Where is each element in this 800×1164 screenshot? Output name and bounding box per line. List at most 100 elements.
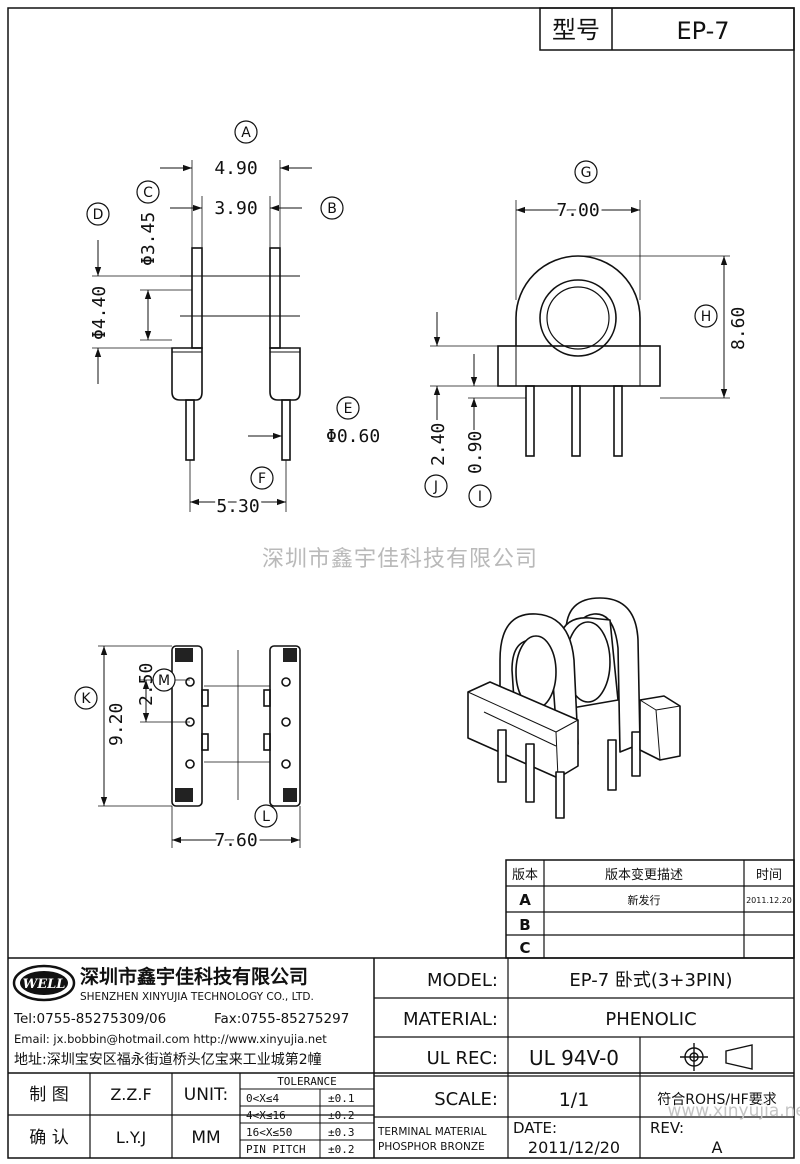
marker-M: M [152, 668, 176, 692]
svg-text:C: C [143, 185, 153, 201]
dim-E-value: Φ0.60 [326, 426, 380, 447]
model-header: 型号 EP-7 [539, 7, 795, 51]
scale-label: SCALE: [434, 1089, 498, 1110]
model-label: MODEL: [427, 970, 498, 991]
company-email: Email: jx.bobbin@hotmail.com http://www.… [14, 1032, 327, 1046]
marker-G: G [574, 160, 598, 184]
svg-text:B: B [327, 201, 337, 217]
dim-I-value: 0.90 [465, 431, 486, 474]
company-watermark: 深圳市鑫宇佳科技有限公司 [262, 547, 538, 572]
terminal-material-label: TERMINAL MATERIAL [377, 1126, 487, 1138]
dim-G-value: 7.00 [556, 200, 599, 221]
projection-symbol-icon [680, 1043, 753, 1071]
draw-label: 制 图 [29, 1085, 68, 1105]
scale-value: 1/1 [559, 1089, 590, 1111]
svg-text:G: G [581, 165, 592, 181]
svg-text:J: J [433, 479, 438, 495]
material-label: MATERIAL: [403, 1009, 498, 1030]
rev-row-date: 2011.12.20 [746, 896, 792, 905]
marker-H: H [694, 304, 718, 328]
check-value: L.Y.J [116, 1128, 146, 1147]
rev-value: A [712, 1138, 723, 1157]
svg-text:WELL: WELL [23, 977, 66, 992]
unit-label: UNIT: [184, 1085, 228, 1105]
company-fax: Fax:0755-85275297 [214, 1011, 349, 1027]
site-watermark: www.xinyujia.net [667, 1101, 800, 1121]
rev-row-desc: 新发行 [628, 893, 661, 907]
check-label: 确 认 [29, 1128, 68, 1148]
rev-header-date: 时间 [756, 868, 782, 883]
material-value: PHENOLIC [605, 1009, 696, 1030]
draw-value: Z.Z.F [110, 1085, 151, 1104]
marker-I: I [468, 484, 492, 508]
svg-text:D: D [93, 207, 104, 223]
marker-B: B [320, 196, 344, 220]
rev-header-version: 版本 [512, 868, 538, 883]
dim-J-value: 2.40 [428, 423, 449, 466]
type-label: 型号 [552, 16, 600, 44]
svg-text:A: A [241, 125, 251, 141]
company-logo: WELL [12, 964, 76, 1002]
marker-F: F [250, 466, 274, 490]
ulrec-value: UL 94V-0 [529, 1046, 619, 1070]
ulrec-label: UL REC: [427, 1048, 498, 1069]
tolerance-range: 0<X≤4 [246, 1092, 279, 1105]
rev-row-ver: B [519, 916, 530, 934]
dimension-markers: A B C D E F G H I J K L M [74, 120, 718, 828]
tolerance-value: ±0.1 [328, 1092, 355, 1105]
isometric-view [467, 597, 681, 819]
dim-A-value: 4.90 [214, 158, 257, 179]
dim-K-value: 9.20 [106, 703, 127, 746]
revision-table: 版本 版本变更描述 时间 A 新发行 2011.12.20 B C [505, 859, 795, 959]
rohs-compliance: 符合ROHS/HF要求 [657, 1092, 776, 1108]
rev-header-desc: 版本变更描述 [605, 867, 683, 883]
tolerance-value: ±0.3 [328, 1126, 355, 1139]
svg-text:L: L [262, 809, 270, 825]
dim-B-value: 3.90 [214, 198, 257, 219]
dim-L-value: 7.60 [214, 830, 257, 851]
marker-A: A [234, 120, 258, 144]
side-view [430, 200, 730, 457]
dim-D-value: Φ4.40 [89, 286, 110, 340]
rev-row-ver: A [519, 891, 531, 909]
marker-J: J [424, 474, 448, 498]
svg-text:F: F [258, 471, 266, 487]
front-view [92, 160, 312, 512]
date-value: 2011/12/20 [528, 1138, 620, 1157]
tolerance-title: TOLERANCE [277, 1075, 337, 1088]
company-address: 地址:深圳宝安区福永街道桥头亿宝来工业城第2幢 [14, 1051, 322, 1068]
tolerance-value: ±0.2 [328, 1109, 355, 1122]
bottom-view [98, 645, 301, 848]
dim-M-value: 2.50 [136, 663, 157, 706]
date-label: DATE: [513, 1119, 557, 1137]
svg-text:K: K [81, 691, 91, 707]
tolerance-range: PIN PITCH [246, 1143, 306, 1156]
tolerance-range: 4<X≤16 [246, 1109, 286, 1122]
svg-text:M: M [158, 673, 170, 689]
marker-C: C [136, 180, 160, 204]
marker-L: L [254, 804, 278, 828]
marker-K: K [74, 686, 98, 710]
svg-text:E: E [344, 401, 353, 417]
terminal-material-value: PHOSPHOR BRONZE [378, 1141, 485, 1153]
marker-E: E [336, 396, 360, 420]
rev-row-ver: C [519, 939, 530, 957]
company-name-en: SHENZHEN XINYUJIA TECHNOLOGY CO., LTD. [80, 991, 314, 1003]
unit-value: MM [191, 1128, 220, 1148]
svg-text:H: H [701, 309, 712, 325]
tolerance-range: 16<X≤50 [246, 1126, 292, 1139]
title-block [8, 957, 794, 1158]
svg-text:I: I [478, 489, 482, 505]
company-name-cn: 深圳市鑫宇佳科技有限公司 [80, 965, 308, 988]
type-value: EP-7 [676, 17, 729, 45]
rev-label: REV: [650, 1119, 684, 1137]
company-tel: Tel:0755-85275309/06 [13, 1011, 166, 1027]
dim-C-value: Φ3.45 [138, 212, 159, 266]
dim-F-value: 5.30 [216, 496, 259, 517]
marker-D: D [86, 202, 110, 226]
sheet-border [7, 7, 795, 1159]
tolerance-value: ±0.2 [328, 1143, 355, 1156]
model-value: EP-7 卧式(3+3PIN) [569, 970, 732, 991]
dim-H-value: 8.60 [728, 307, 749, 350]
